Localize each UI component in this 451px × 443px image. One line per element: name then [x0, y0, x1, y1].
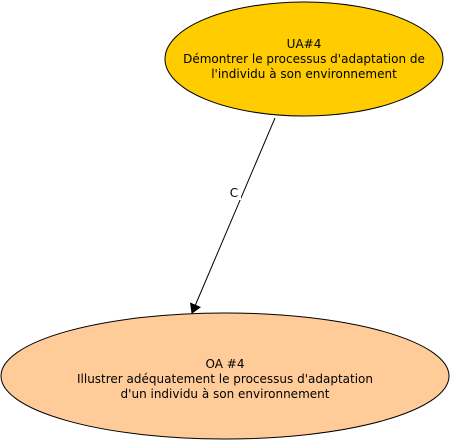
edge-label: C — [230, 186, 238, 200]
node-oa[interactable]: OA #4 Illustrer adéquatement le processu… — [0, 312, 450, 440]
edge-line — [190, 117, 276, 314]
node-oa-id: OA #4 — [206, 357, 245, 371]
node-oa-line1: Illustrer adéquatement le processus d'ad… — [77, 372, 373, 386]
node-oa-line2: d'un individu à son environnement — [121, 387, 330, 401]
node-ua-shape — [164, 1, 444, 117]
node-ua[interactable]: UA#4 Démontrer le processus d'adaptation… — [164, 1, 444, 117]
node-ua-line1: Démontrer le processus d'adaptation de — [183, 52, 425, 66]
node-oa-shape — [0, 312, 450, 440]
edge-ua-oa[interactable]: C — [190, 117, 276, 314]
edge-label-bg — [227, 184, 241, 200]
node-ua-id: UA#4 — [287, 37, 322, 51]
node-ua-line2: l'individu à son environnement — [211, 67, 397, 81]
